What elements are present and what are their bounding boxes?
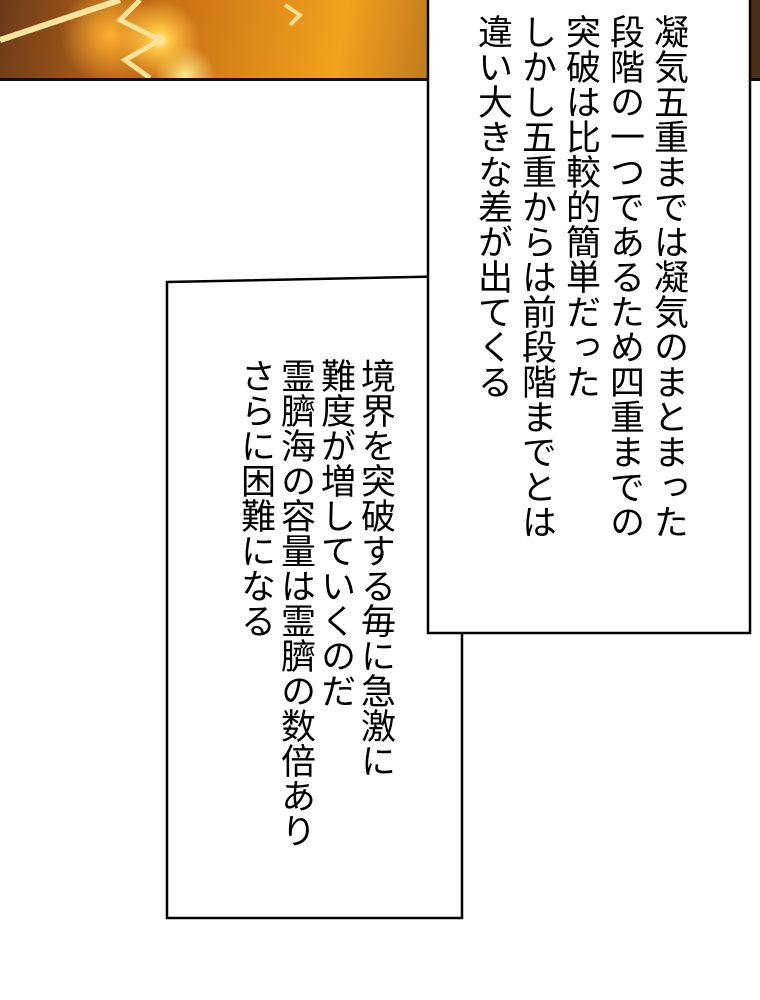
caption-line: 違い大きな差が出てくる	[472, 14, 512, 399]
caption-line: 境界を突破する毎に急激に	[355, 358, 395, 778]
caption-line: 霊臍海の容量は霊臍の数倍あり	[275, 358, 315, 848]
caption-line: しかし五重からは前段階までとは	[516, 14, 556, 539]
caption-box-2-frame	[165, 274, 464, 920]
caption-line: 難度が増していくのだ	[315, 358, 355, 708]
caption-line: 段階の一つであるため四重までの	[604, 14, 644, 539]
caption-box-1: 凝気五重までは凝気のまとまった 段階の一つであるため四重までの 突破は比較的簡単…	[470, 14, 690, 539]
caption-box-2: 境界を突破する毎に急激に 難度が増していくのだ 霊臍海の容量は霊臍の数倍あり さ…	[235, 358, 395, 848]
caption-line: さらに困難になる	[235, 358, 275, 638]
caption-line: 凝気五重までは凝気のまとまった	[648, 14, 688, 539]
caption-box-1-frame	[426, 0, 752, 635]
caption-line: 突破は比較的簡単だった	[560, 14, 600, 399]
lightning-icon	[0, 0, 760, 78]
